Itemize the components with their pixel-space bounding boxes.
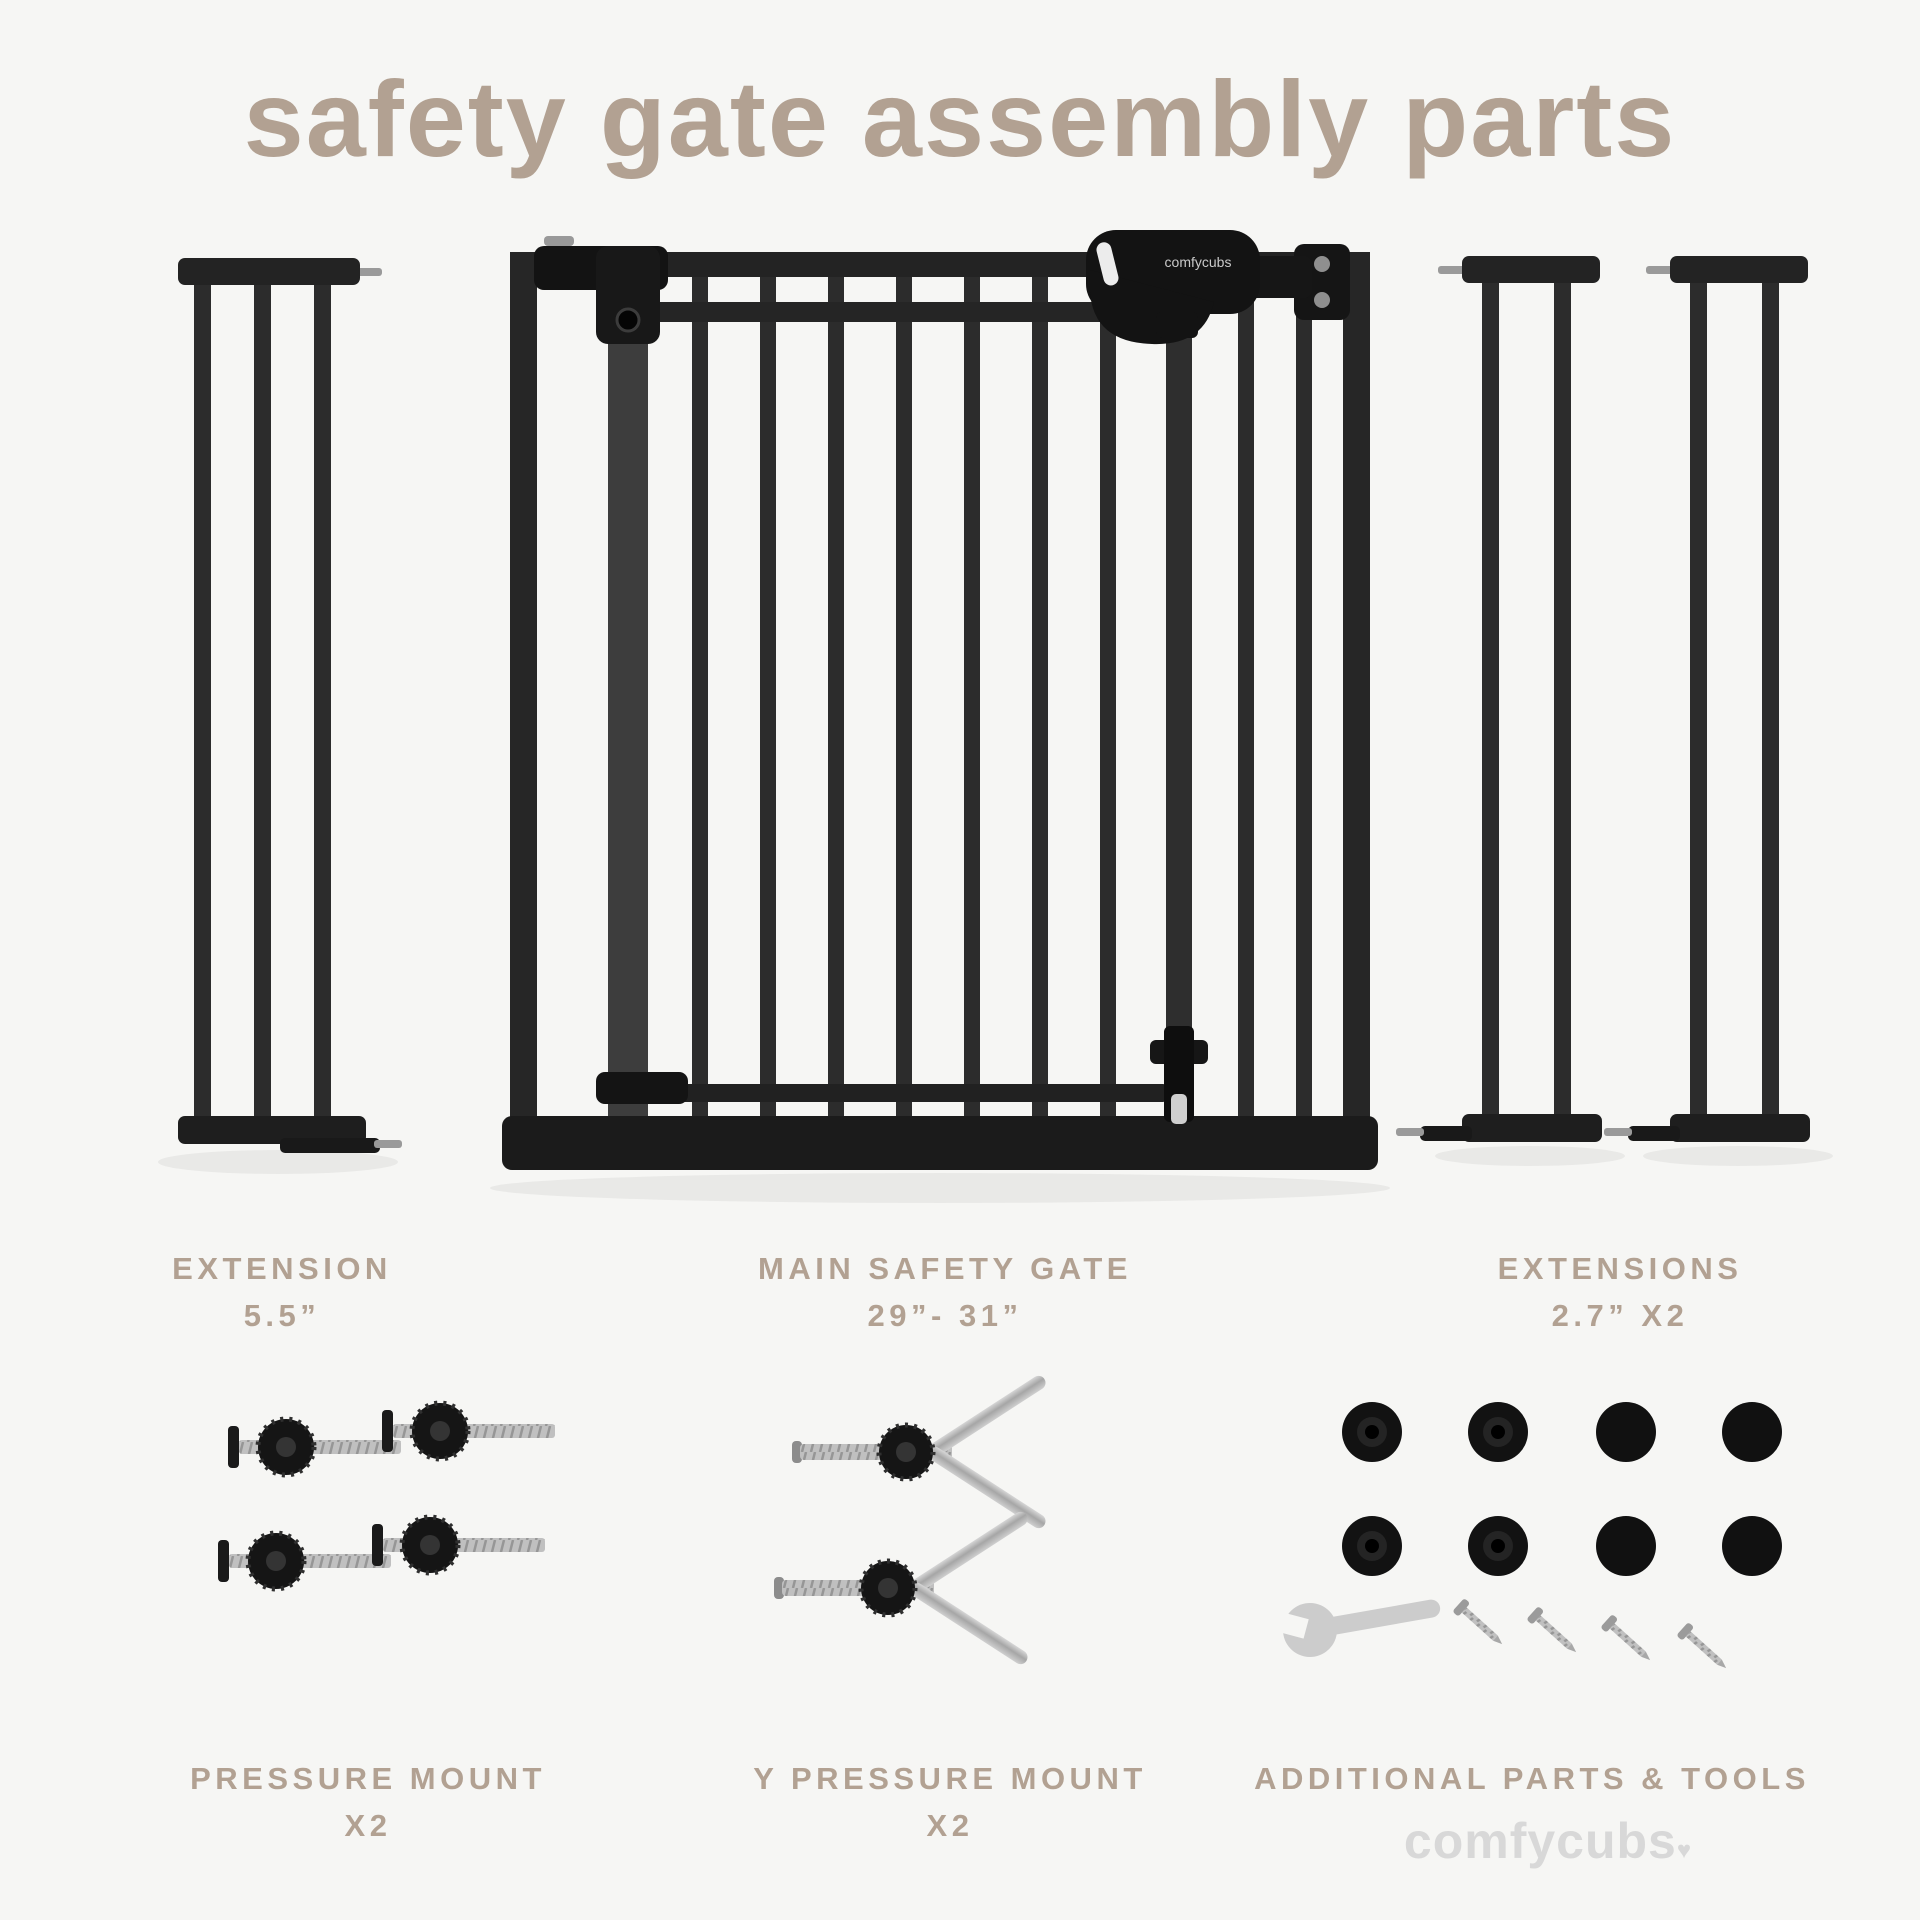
label-additional-parts-name: ADDITIONAL PARTS & TOOLS: [1254, 1761, 1810, 1796]
label-extensions: EXTENSIONS 2.7” X2: [1498, 1246, 1743, 1339]
disc-ring: [1342, 1402, 1402, 1462]
door-bottom-rail: [648, 1084, 1168, 1102]
gate-latch-catch: [1150, 1026, 1208, 1124]
ground-shadows: [158, 1146, 1833, 1203]
screw-icon: [1452, 1597, 1509, 1651]
label-y-pressure-mount-name: Y PRESSURE MOUNT: [753, 1761, 1147, 1796]
screw-icon: [1676, 1621, 1733, 1675]
disc-solid: [1596, 1402, 1656, 1462]
gate-bottom-rail: [502, 1116, 1378, 1170]
disc-solid: [1722, 1402, 1782, 1462]
door-right-post: [1166, 280, 1192, 1122]
y-pressure-mounts-illustration: [774, 1373, 1048, 1667]
additional-parts-illustration: [1266, 1402, 1782, 1675]
label-pressure-mount: PRESSURE MOUNT X2: [190, 1756, 546, 1849]
gate-hinge-bottom: [596, 1072, 688, 1104]
main-safety-gate-illustration: comfycubs: [502, 230, 1378, 1170]
extension-top-cap: [178, 258, 360, 285]
disc-ring: [1468, 1516, 1528, 1576]
label-pressure-mount-name: PRESSURE MOUNT: [190, 1761, 546, 1796]
door-left-post: [608, 280, 648, 1122]
brand-logo-text: comfycubs: [1403, 1813, 1677, 1869]
label-additional-parts: ADDITIONAL PARTS & TOOLS: [1254, 1756, 1810, 1803]
screws: [1452, 1597, 1733, 1675]
disc-solid: [1722, 1516, 1782, 1576]
heart-icon: ♥: [1676, 1837, 1693, 1864]
extensions-2-7-illustration: [1396, 256, 1810, 1142]
label-extension-name: EXTENSION: [172, 1251, 392, 1286]
gate-latch: comfycubs: [1086, 230, 1350, 345]
pressure-mounts-illustration: [218, 1403, 555, 1589]
extension-2-7-first: [1396, 256, 1602, 1142]
label-extension: EXTENSION 5.5”: [172, 1246, 392, 1339]
label-main-gate-name: MAIN SAFETY GATE: [758, 1251, 1132, 1286]
disc-ring: [1342, 1516, 1402, 1576]
brand-logo: comfycubs♥: [1404, 1812, 1692, 1870]
page-title: safety gate assembly parts: [243, 58, 1677, 179]
disc-solid: [1596, 1516, 1656, 1576]
disc-ring: [1468, 1402, 1528, 1462]
door-top-rail: [648, 302, 1168, 322]
extension-bottom-pin: [374, 1140, 402, 1148]
screw-icon: [1526, 1605, 1583, 1659]
wrench-icon: [1266, 1599, 1441, 1657]
label-y-pressure-mount: Y PRESSURE MOUNT X2: [753, 1756, 1147, 1849]
label-extension-size: 5.5”: [243, 1297, 321, 1333]
label-pressure-mount-qty: X2: [344, 1807, 392, 1843]
label-y-pressure-mount-qty: X2: [926, 1807, 974, 1843]
extension-bottom-cap: [178, 1116, 366, 1144]
extension-5-5-illustration: [178, 258, 402, 1153]
label-main-gate: MAIN SAFETY GATE 29”- 31”: [758, 1246, 1132, 1339]
latch-brand-label: comfycubs: [1165, 254, 1232, 270]
label-main-gate-size: 29”- 31”: [867, 1297, 1023, 1333]
spacer-discs: [1342, 1402, 1782, 1576]
screw-icon: [1600, 1613, 1657, 1667]
label-extensions-size: 2.7” X2: [1551, 1297, 1689, 1333]
gate-right-post: [1343, 252, 1370, 1142]
extension-2-7-second: [1604, 256, 1810, 1142]
extension-top-pin: [354, 268, 382, 276]
label-extensions-name: EXTENSIONS: [1497, 1251, 1743, 1286]
gate-hinge: [534, 236, 668, 344]
gate-bars: [692, 276, 1312, 1122]
gate-left-post: [510, 252, 537, 1142]
